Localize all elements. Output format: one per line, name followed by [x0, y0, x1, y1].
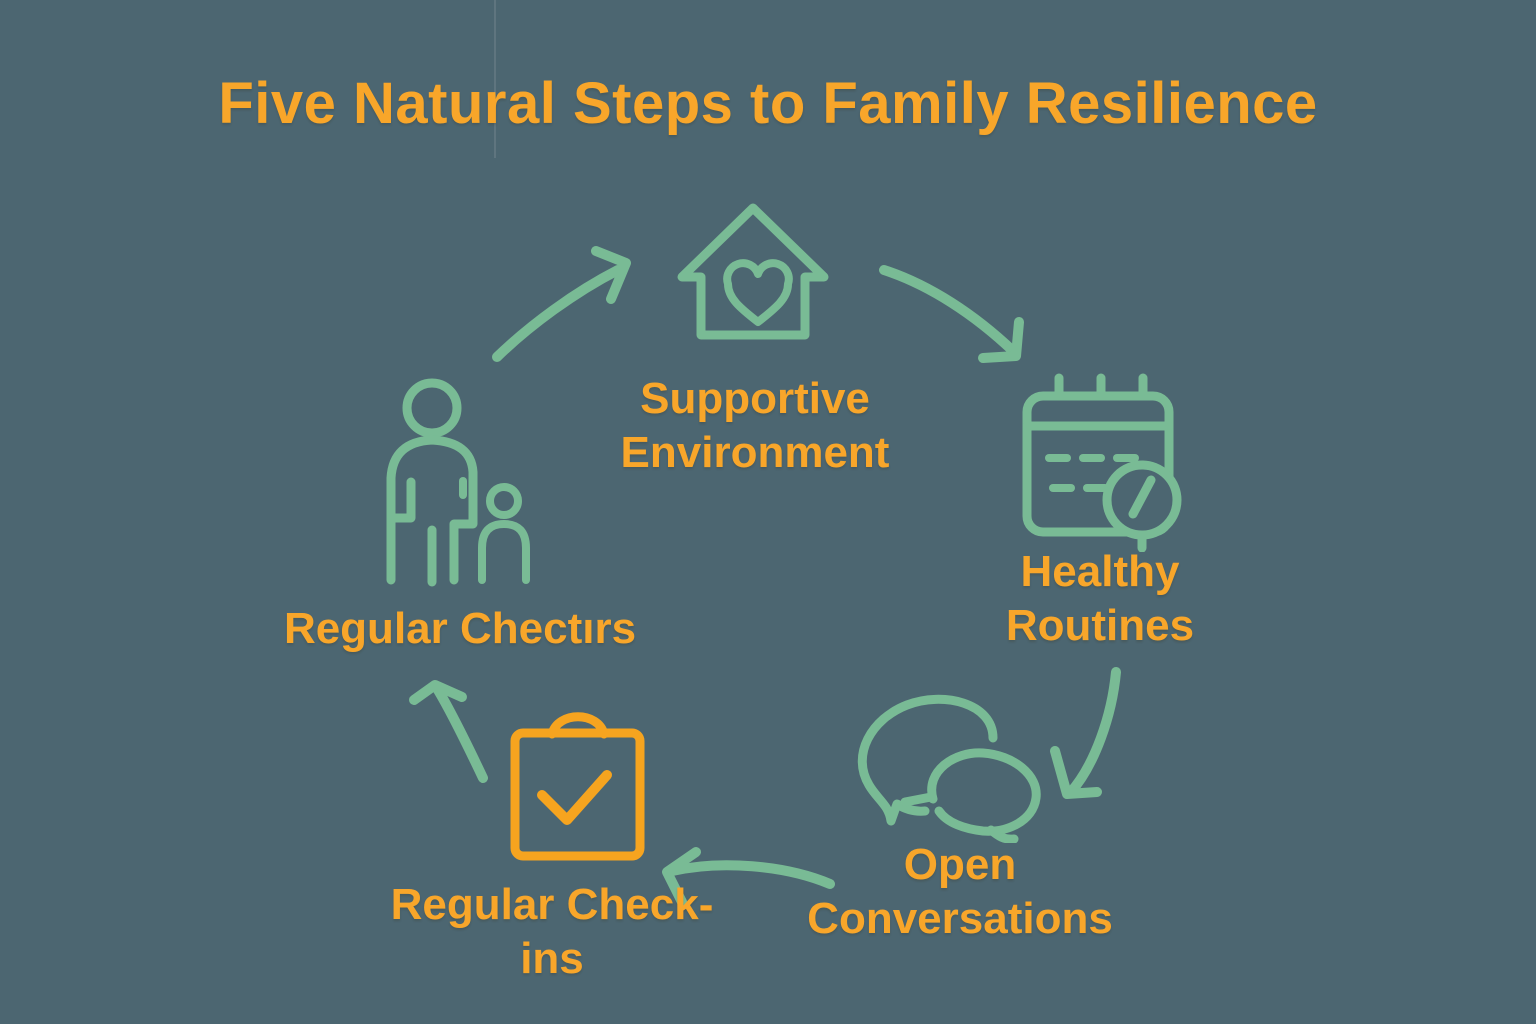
- heart-shape: [723, 259, 793, 326]
- house-heart-icon: [677, 203, 829, 340]
- page-title: Five Natural Steps to Family Resilience: [218, 71, 1318, 136]
- arrow-open-to-checkins: [662, 847, 835, 907]
- calendar-clock-icon: [1022, 373, 1182, 552]
- step-label-healthy-routines: Healthy Routines: [1005, 547, 1195, 650]
- clipboard-check-icon: [510, 712, 645, 861]
- step-label-regular-check-ins: Regular Check-ins: [390, 880, 714, 983]
- arrow-checturs-to-supportive: [492, 246, 631, 362]
- adult-child-icon: [386, 378, 530, 587]
- step-label-supportive-environment: Supportive Environment: [620, 374, 890, 477]
- step-label-open-conversations: Open Conversations: [807, 840, 1113, 943]
- arrow-supportive-to-healthy: [879, 265, 1024, 363]
- speech-bubbles-icon: [857, 694, 1041, 843]
- step-label-regular-checturs: Regular Chectırs: [283, 604, 637, 653]
- arrow-checkins-to-checturs: [409, 680, 488, 783]
- arrow-healthy-to-open: [1050, 667, 1121, 799]
- faint-divider-line: [494, 0, 496, 158]
